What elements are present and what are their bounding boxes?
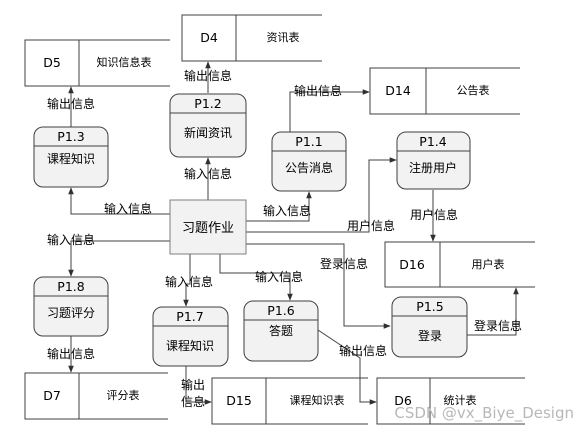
flow-lines	[68, 61, 519, 405]
data-store-name: 资讯表	[267, 30, 300, 44]
data-store-name: 公告表	[457, 83, 490, 97]
data-store-name: 知识信息表	[97, 55, 152, 69]
process-id: P1.6	[267, 303, 294, 318]
flow-label: 用户信息	[410, 207, 458, 222]
process-p14: P1.4 注册用户	[396, 131, 471, 190]
data-store-name: 评分表	[107, 388, 140, 402]
process-name: 课程知识	[166, 338, 214, 353]
flow-label: 登录信息	[320, 256, 368, 271]
flow-hub-to-p16	[219, 254, 293, 301]
process-id: P1.7	[176, 309, 203, 324]
data-store-d4: D4 资讯表	[181, 14, 322, 62]
flow-hub-to-p15	[246, 243, 391, 329]
data-store-id: D7	[43, 388, 61, 403]
flow-label: 输入信息	[104, 201, 152, 216]
process-id: P1.2	[194, 96, 221, 111]
process-name: 登录	[418, 328, 442, 343]
flow-label: 登录信息	[474, 318, 522, 333]
central-entity-name: 习题作业	[182, 221, 234, 236]
process-p15: P1.5 登录	[391, 296, 468, 358]
data-store-d14: D14 公告表	[369, 67, 520, 115]
process-p17: P1.7 课程知识	[152, 306, 229, 367]
flow-label: 输出信息	[47, 346, 95, 361]
data-store-d16: D16 用户表	[384, 241, 535, 288]
data-store-id: D5	[43, 55, 61, 70]
process-p13: P1.3 课程知识	[33, 126, 109, 188]
flow-hub-to-p11	[246, 191, 312, 222]
data-store-name: 用户表	[472, 257, 505, 271]
process-name: 课程知识	[47, 151, 95, 166]
flow-label: 用户信息	[347, 218, 395, 233]
process-id: P1.8	[57, 279, 84, 294]
data-store-d7: D7 评分表	[24, 372, 168, 420]
data-store-name: 统计表	[444, 393, 477, 407]
flow-label: 输出信息	[339, 343, 387, 358]
flow-label: 输入信息	[263, 203, 311, 218]
flow-label: 输出信息	[47, 96, 95, 111]
watermark: CSDN @vx_Biye_Design	[394, 404, 574, 423]
data-store-d5: D5 知识信息表	[24, 39, 170, 87]
process-name: 注册用户	[409, 160, 457, 175]
process-name: 习题评分	[47, 306, 95, 320]
process-name: 新闻资讯	[184, 125, 232, 140]
data-store-d15: D15 课程知识表	[211, 377, 368, 425]
flow-label: 输出信息	[294, 83, 342, 98]
flow-hub-to-p14	[246, 157, 397, 233]
flow-label: 信息	[181, 394, 205, 409]
process-id: P1.3	[57, 129, 84, 144]
flow-label: 输出信息	[184, 68, 232, 83]
flow-label: 输出	[181, 377, 205, 392]
flow-p15-to-d16	[467, 287, 519, 336]
data-store-id: D6	[394, 393, 412, 408]
process-id: P1.5	[416, 299, 443, 314]
data-store-id: D15	[226, 393, 252, 408]
process-name: 公告消息	[285, 160, 333, 175]
data-store-name: 课程知识表	[290, 393, 345, 407]
flow-hub-to-p13	[68, 187, 170, 215]
process-name: 答题	[269, 323, 293, 338]
flow-hub-to-p17	[183, 254, 191, 307]
flow-p11-to-d14	[289, 89, 370, 132]
flow-hub-to-p18	[68, 240, 170, 277]
process-p16: P1.6 答题	[243, 300, 319, 362]
flow-label: 输入信息	[255, 269, 303, 284]
data-store-d6: D6 统计表	[376, 377, 525, 425]
central-entity: 习题作业	[169, 199, 247, 255]
process-id: P1.4	[419, 134, 446, 149]
flow-label: 输入信息	[184, 166, 232, 181]
process-p18: P1.8 习题评分	[33, 276, 109, 337]
flow-labels: 输出信息 输出信息 输出信息 输入信息 输入信息 输入信息 用户信息 用户信息 …	[47, 68, 522, 409]
data-store-id: D4	[200, 30, 218, 45]
flow-p16-to-d6	[317, 329, 377, 405]
data-store-id: D16	[399, 257, 425, 272]
flow-label: 输入信息	[165, 274, 213, 289]
process-id: P1.1	[295, 134, 322, 149]
data-store-id: D14	[385, 83, 411, 98]
process-p11: P1.1 公告消息	[271, 131, 347, 192]
process-p12: P1.2 新闻资讯	[169, 93, 247, 158]
flow-label: 输入信息	[47, 232, 95, 247]
